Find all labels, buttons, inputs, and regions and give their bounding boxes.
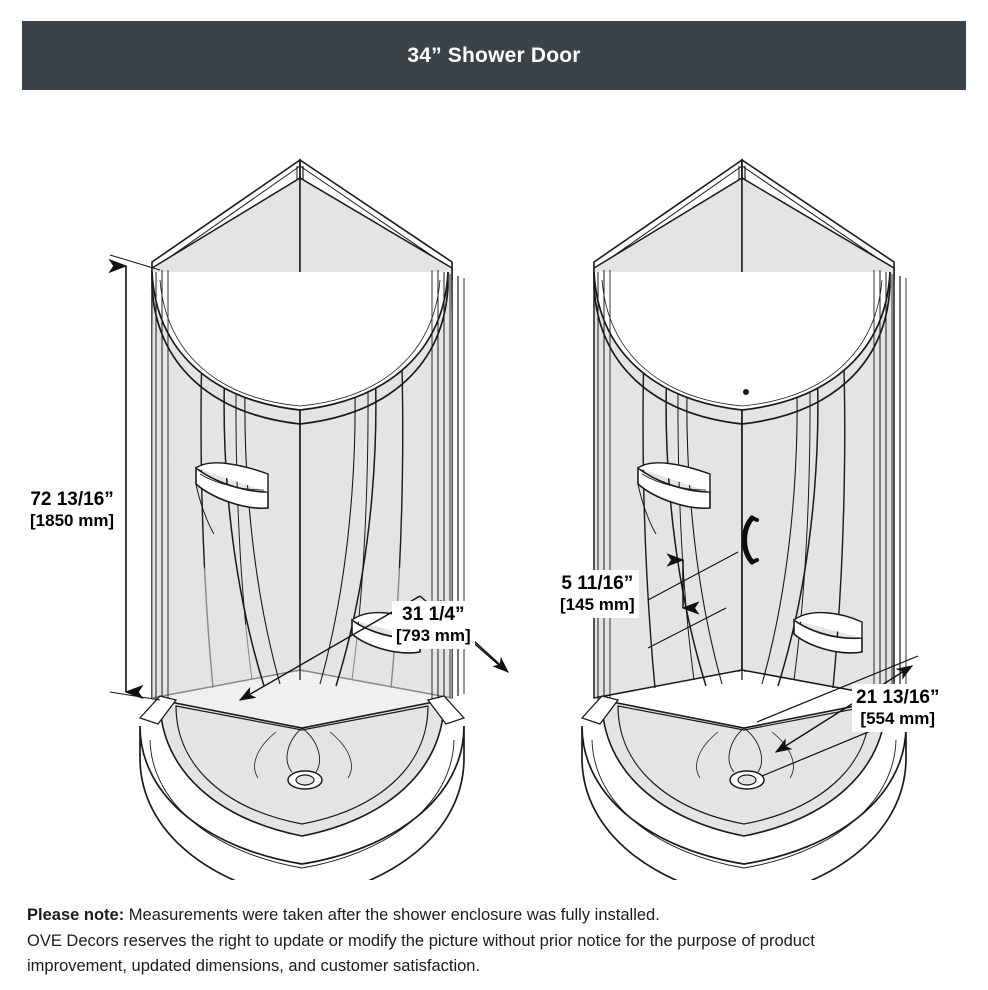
right-upper-shelf [637,462,711,535]
right-left-glass-panel [593,176,743,699]
dimension-depth-imperial: 21 13/16” [856,687,940,708]
dimension-offset-line [647,551,739,649]
title-bar: 34” Shower Door [22,21,966,90]
dimension-depth-metric: [554 mm] [860,709,936,729]
right-frame-verticals [597,270,907,704]
footer-line-3: improvement, updated dimensions, and cus… [27,957,481,976]
left-shower-base [138,695,466,880]
dimension-label-height: 72 13/16” [1850 mm] [26,486,119,534]
dimension-height-metric: [1850 mm] [30,511,115,531]
left-top-rail [151,271,449,425]
dimension-label-width: 31 1/4” [793 mm] [392,601,475,649]
page-title: 34” Shower Door [407,43,581,67]
diagram-svg [108,158,927,880]
footer-note: Please note: Measurements were taken aft… [27,903,947,980]
right-lower-shelf [793,611,863,654]
shower-diagram [0,100,988,880]
dimension-label-offset: 5 11/16” [145 mm] [556,570,639,618]
left-upper-shelf [195,462,269,535]
footer-note-label: Please note: [27,906,125,924]
footer-line-2: OVE Decors reserves the right to update … [27,931,815,950]
footer-line-1: Please note: Measurements were taken aft… [27,903,947,929]
dimension-offset-imperial: 5 11/16” [561,573,634,594]
left-shower-view [138,158,466,880]
right-top-rail [593,271,891,425]
right-door-handle [741,515,759,565]
dimension-height-imperial: 72 13/16” [30,489,114,510]
dimension-offset-metric: [145 mm] [560,595,635,615]
dimension-width-metric: [793 mm] [396,626,471,646]
dimension-height-line [108,254,161,701]
footer-note-text-1: Measurements were taken after the shower… [124,906,660,924]
dimension-width-imperial: 31 1/4” [402,604,465,625]
right-shower-view [580,158,908,880]
dimension-label-depth: 21 13/16” [554 mm] [852,684,944,732]
